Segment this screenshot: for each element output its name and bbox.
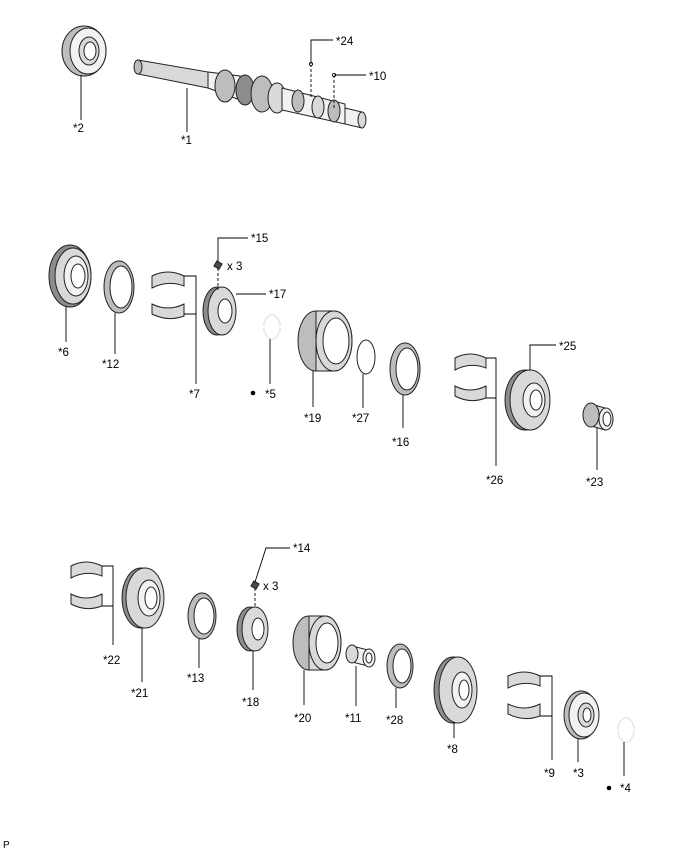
label-3: *3	[573, 768, 584, 780]
label-11: *11	[345, 713, 361, 725]
corner-mark: P	[3, 840, 10, 851]
label-7: *7	[189, 389, 200, 401]
label-6: *6	[58, 347, 69, 359]
label-24: *24	[336, 36, 354, 48]
part-1-input-shaft	[133, 59, 367, 129]
label-22: *22	[103, 655, 120, 667]
label-26: *26	[486, 475, 503, 487]
label-16: *16	[392, 437, 409, 449]
part-12-synchro-ring	[103, 260, 135, 314]
part-4-snap-ring	[617, 717, 635, 743]
leader-15	[217, 237, 248, 262]
part-18-synchro-hub	[236, 606, 269, 652]
part-20-hub-sleeve	[292, 615, 342, 671]
part-13-synchro-ring	[187, 592, 217, 640]
part-14-key	[250, 580, 260, 590]
part-21-gear	[121, 567, 165, 629]
label-8: *8	[447, 744, 458, 756]
label-5: *5	[265, 389, 276, 401]
label-19: *19	[304, 413, 321, 425]
bullet-4	[606, 785, 612, 791]
part-19-hub-sleeve	[297, 310, 353, 372]
label-28: *28	[386, 715, 403, 727]
part-17-synchro-hub	[202, 286, 237, 336]
part-3-bearing	[563, 690, 600, 740]
label-9: *9	[544, 768, 555, 780]
part-9-needle-bearing	[507, 671, 541, 720]
part-26-needle-bearing	[454, 353, 487, 402]
label-15: *15	[251, 233, 268, 245]
label-10: *10	[369, 71, 386, 83]
part-25-gear	[504, 369, 551, 431]
label-17: *17	[269, 289, 286, 301]
label-2: *2	[73, 123, 84, 135]
leader-26-bracket	[486, 357, 497, 399]
part-11-bushing	[345, 644, 376, 668]
label-21: *21	[131, 688, 148, 700]
label-23: *23	[586, 477, 603, 489]
part-22-needle-bearing	[70, 561, 103, 610]
part-2-bearing	[61, 25, 107, 77]
part-23-bushing	[582, 402, 614, 431]
quantity-14: x 3	[263, 581, 278, 593]
label-27: *27	[352, 413, 369, 425]
part-5-snap-ring	[263, 314, 281, 340]
part-15-key	[213, 260, 223, 270]
leader-14	[254, 547, 290, 583]
part-7-needle-bearing	[151, 271, 185, 320]
label-25: *25	[559, 341, 576, 353]
part-16-synchro-ring	[389, 342, 421, 396]
label-4: *4	[620, 783, 631, 795]
label-14: *14	[293, 543, 311, 555]
leader-24	[310, 39, 333, 64]
part-8-gear	[433, 656, 478, 724]
label-20: *20	[294, 713, 311, 725]
part-6-gear	[48, 244, 92, 308]
part-28-synchro-ring	[386, 643, 414, 689]
label-1: *1	[181, 135, 192, 147]
leader-25	[529, 344, 556, 370]
part-27-ring	[356, 339, 376, 375]
label-12: *12	[102, 359, 119, 371]
bullet-5	[250, 390, 256, 396]
quantity-15: x 3	[227, 261, 242, 273]
leader-22-bracket	[102, 565, 114, 607]
leader-9-bracket	[540, 675, 553, 717]
label-13: *13	[187, 673, 204, 685]
label-18: *18	[242, 697, 259, 709]
leader-7-bracket	[184, 275, 197, 315]
